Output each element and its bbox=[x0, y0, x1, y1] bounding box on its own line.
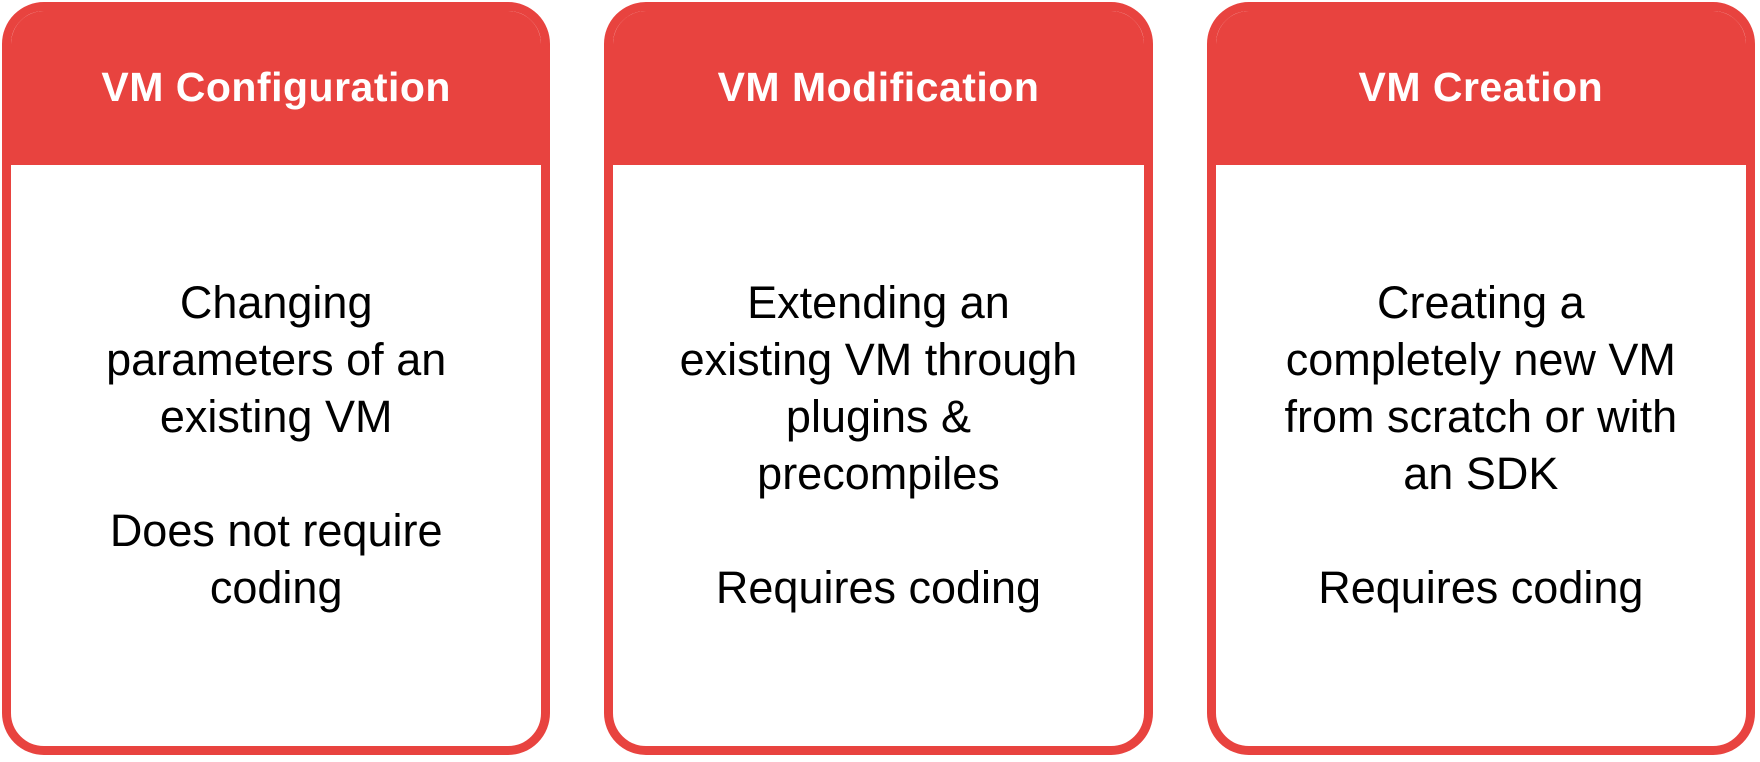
card-title: VM Configuration bbox=[101, 64, 451, 110]
card-vm-configuration: VM Configuration Changing parameters of … bbox=[2, 2, 551, 755]
card-body: Creating a completely new VM from scratc… bbox=[1216, 165, 1746, 746]
card-title: VM Creation bbox=[1358, 64, 1604, 110]
card-coding-requirement: Does not require coding bbox=[109, 504, 443, 613]
card-body: Changing parameters of an existing VM Do… bbox=[11, 165, 541, 746]
card-header: VM Modification bbox=[613, 11, 1144, 165]
card-coding-requirement: Requires coding bbox=[715, 561, 1042, 613]
card-header: VM Configuration bbox=[11, 11, 542, 165]
card-coding-requirement: Requires coding bbox=[1318, 561, 1644, 613]
card-header: VM Creation bbox=[1215, 11, 1746, 165]
card-description: Creating a completely new VM from scratc… bbox=[1284, 276, 1678, 499]
card-body: Extending an existing VM through plugins… bbox=[613, 165, 1143, 746]
card-description: Changing parameters of an existing VM bbox=[106, 276, 447, 442]
card-description: Extending an existing VM through plugins… bbox=[679, 276, 1078, 499]
card-vm-creation: VM Creation Creating a completely new VM… bbox=[1206, 2, 1755, 755]
card-title: VM Modification bbox=[717, 64, 1040, 110]
card-vm-modification: VM Modification Extending an existing VM… bbox=[604, 2, 1153, 755]
